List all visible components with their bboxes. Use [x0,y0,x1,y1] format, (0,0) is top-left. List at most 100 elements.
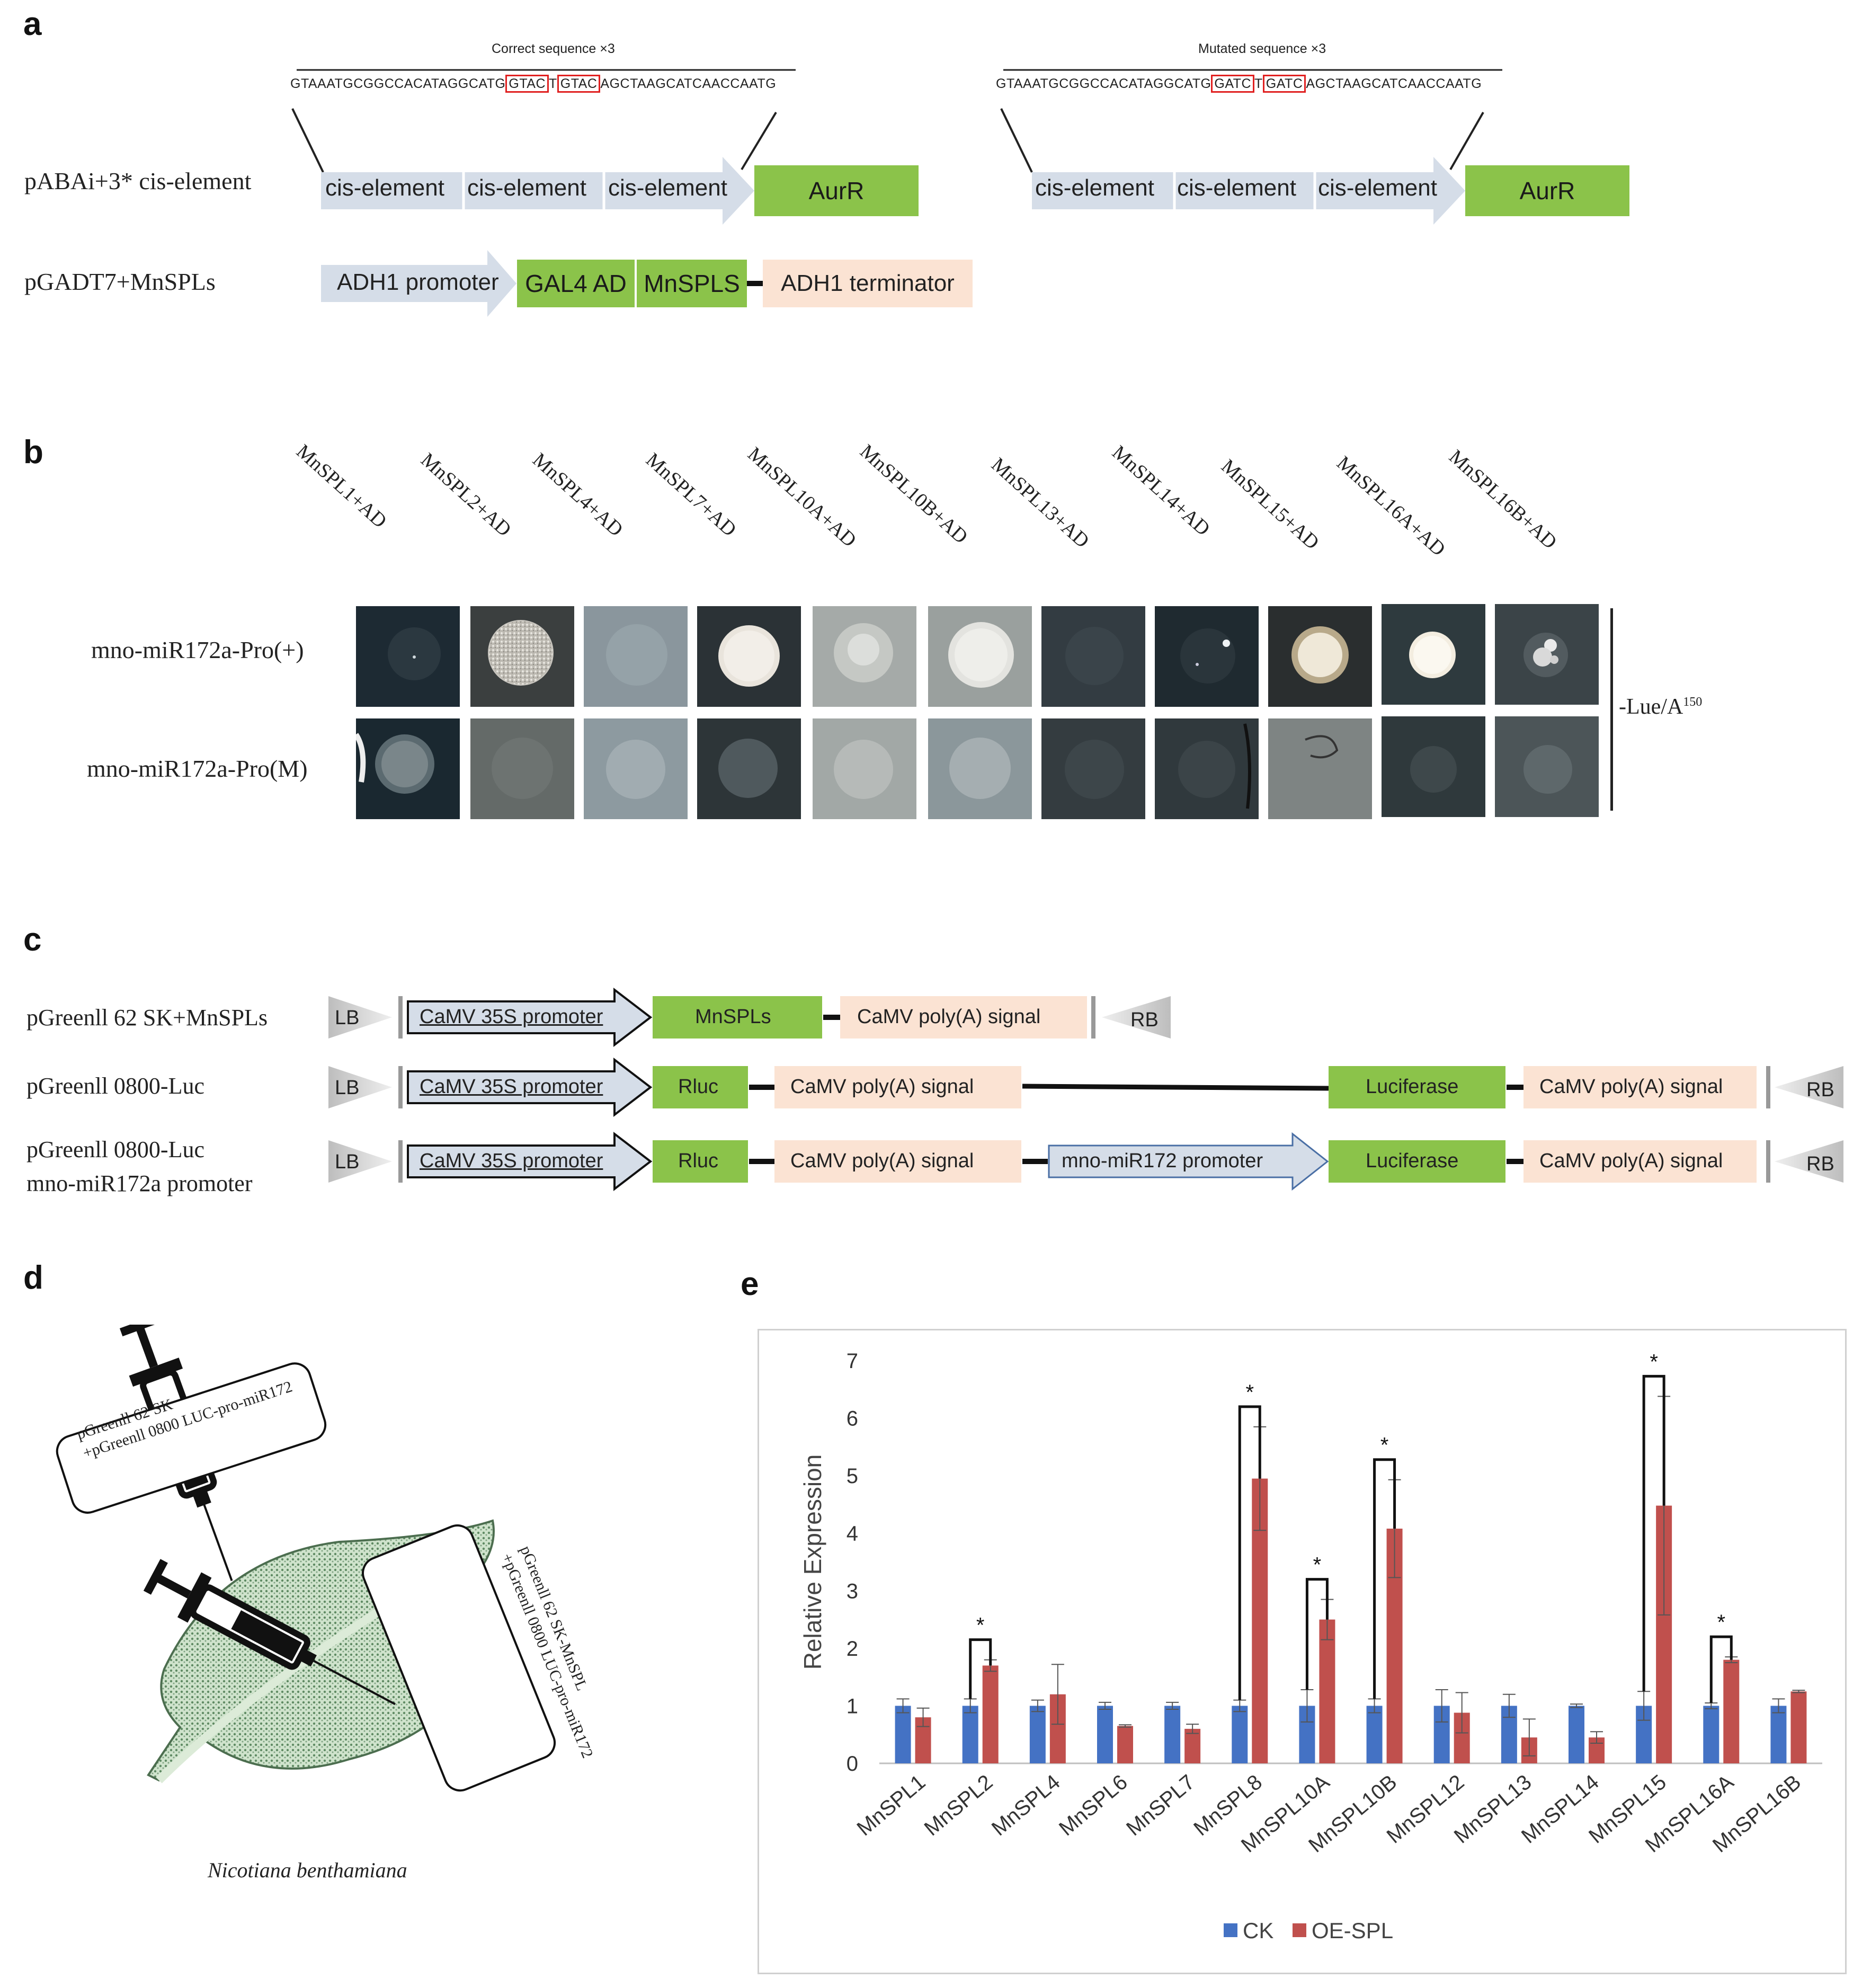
column-label: MnSPL15+AD [1217,455,1324,554]
y-tick-label: 4 [847,1522,858,1546]
plate-image [1155,718,1259,819]
bar-ck [895,1706,911,1763]
luciferase-label: Luciferase [1366,1076,1459,1098]
bar-ck [1232,1706,1248,1763]
row-label-pro-plus: mno-miR172a-Pro(+) [91,636,304,663]
significance-bracket [1642,1374,1665,1692]
bar-oe-spl [982,1665,999,1763]
cis-element-label: cis-element [1177,175,1296,201]
bar-ck [1770,1706,1787,1763]
y-tick-label: 6 [847,1407,858,1431]
plate-image [813,718,916,819]
plate-image [584,718,688,819]
plate-image [1268,606,1372,707]
significance-bracket [1305,1578,1329,1690]
column-label: MnSPL16B+AD [1445,445,1562,554]
column-label: MnSPL16A+AD [1332,451,1450,561]
seq-mid: T [1254,76,1263,91]
cis-element-label: cis-element [1318,175,1437,201]
plate-image [470,718,574,819]
bar-oe-spl [1184,1728,1201,1763]
mutated-sequence-title: Mutated sequence ×3 [1198,41,1326,56]
seq-post: AGCTAAGCATCAACCAATG [600,76,777,91]
significance-star: * [1650,1350,1658,1373]
lb-label: LB [335,1077,360,1099]
plate-image [356,718,460,819]
polya-label: CaMV poly(A) signal [790,1076,974,1098]
legend-swatch [1293,1923,1306,1937]
cis-element-label: cis-element [467,175,586,201]
plate-image [1041,718,1145,819]
y-tick-label: 1 [847,1694,858,1718]
seq-box: GATC [1262,75,1306,93]
bar-oe-spl [1723,1659,1740,1763]
bar-ck [1097,1706,1113,1763]
column-label: MnSPL4+AD [528,448,628,541]
bar-ck [1164,1706,1181,1763]
leaf-illustration [56,1325,556,1792]
row-label-pro-m: mno-miR172a-Pro(M) [87,755,308,782]
rluc-label: Rluc [678,1150,719,1172]
seq-pre: GTAAATGCGGCCACATAGGCATG [290,76,506,91]
panel-b-letter: b [23,434,43,471]
column-label: MnSPL10A+AD [743,442,861,552]
column-label: MnSPL13+AD [987,453,1094,553]
cis-element-label: cis-element [608,175,727,201]
bar-ck [962,1706,978,1763]
row-label-0800: pGreenll 0800-Luc [26,1073,204,1099]
seq-box: GATC [1211,75,1255,93]
bar-oe-spl [1117,1726,1133,1763]
plate-image [697,718,801,819]
plate-image [1382,604,1485,705]
significance-star: * [1313,1554,1322,1577]
bar-oe-spl [1790,1691,1807,1763]
legend-label: CK [1243,1918,1273,1943]
row-label-pabai: pABAi+3* cis-element [24,167,252,194]
x-tick-label: MnSPL4 [987,1770,1065,1840]
column-label: MnSPL7+AD [642,448,741,541]
mir-promoter-label: mno-miR172 promoter [1062,1150,1263,1172]
rb-label: RB [1806,1153,1834,1175]
x-tick-label: MnSPL7 [1122,1770,1199,1840]
seq-box: GTAC [557,75,601,93]
camv-promoter-label: CaMV 35S promoter [420,1150,603,1172]
bar-ck [1569,1706,1584,1763]
polya-label: CaMV poly(A) signal [1539,1150,1723,1172]
mnspls-box: MnSPLS [637,260,747,307]
plate-image [470,606,574,707]
luciferase-label: Luciferase [1366,1150,1459,1172]
significance-bracket [969,1638,992,1699]
adh1-terminator-box: ADH1 terminator [763,260,973,307]
row-label-62sk: pGreenll 62 SK+MnSPLs [26,1005,268,1031]
plate-image [813,606,916,707]
significance-star: * [976,1614,985,1637]
seq-mid: T [549,76,557,91]
bar-ck [1029,1706,1046,1763]
panel-c-constructs [328,987,1843,1192]
plate-image [1268,718,1372,819]
panel-d-letter: d [23,1259,43,1296]
medium-bracket [1610,608,1613,811]
plate-image [1495,716,1599,817]
plate-image [356,606,460,707]
y-tick-label: 7 [847,1350,858,1373]
x-tick-label: MnSPL6 [1055,1770,1132,1840]
medium-text: -Lue/A [1619,695,1683,719]
seq-post: AGCTAAGCATCAACCAATG [1306,76,1482,91]
seq-box: GTAC [505,75,549,93]
species-label: Nicotiana benthamiana [208,1858,407,1882]
plate-image [928,606,1032,707]
significance-star: * [1380,1434,1389,1457]
panel-e-letter: e [741,1266,759,1302]
seq-pre: GTAAATGCGGCCACATAGGCATG [996,76,1211,91]
lb-label: LB [335,1151,360,1173]
plate-image [1382,716,1485,817]
medium-label: -Lue/A150 [1619,694,1702,720]
medium-superscript: 150 [1683,695,1703,709]
plate-image [697,606,801,707]
x-tick-label: MnSPL1 [853,1770,930,1840]
significance-star: * [1717,1611,1725,1634]
